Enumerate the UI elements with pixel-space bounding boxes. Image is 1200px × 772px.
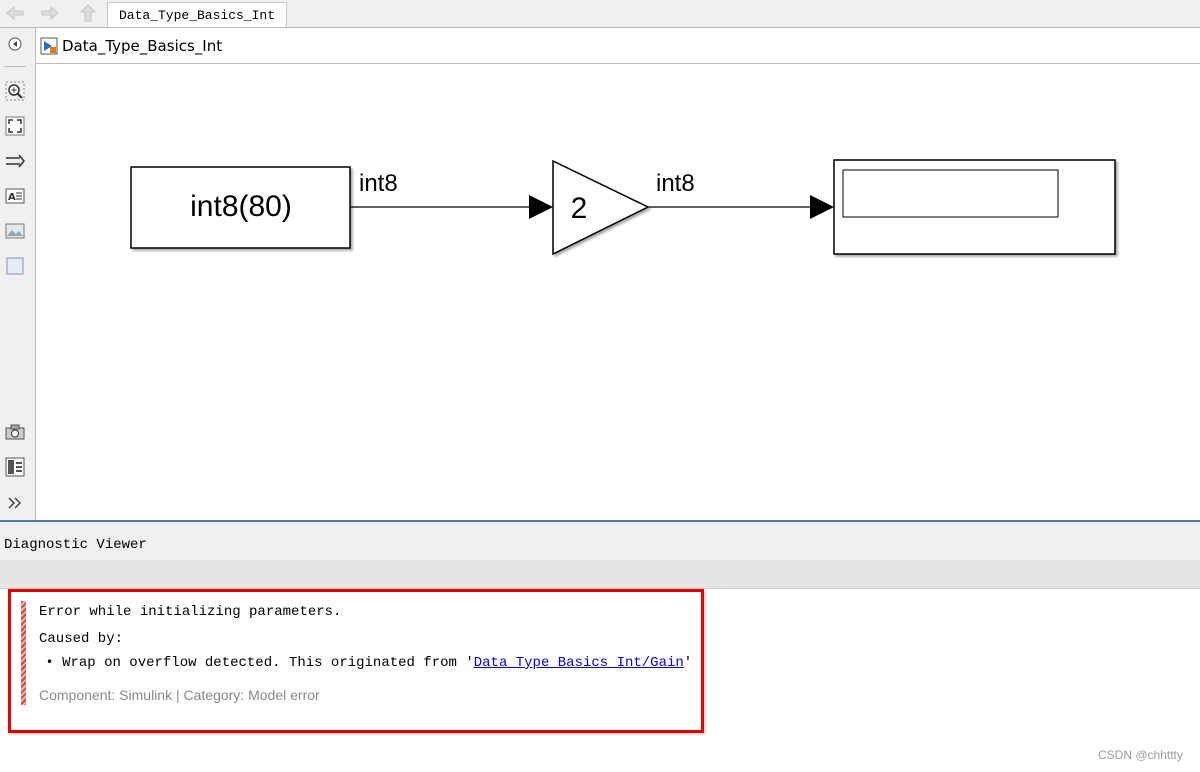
image-icon[interactable] [4,220,26,242]
svg-text:A: A [8,192,16,203]
navigation-bar: Data_Type_Basics_Int [0,0,1200,28]
signal-label-2: int8 [656,170,695,197]
up-arrow-icon[interactable] [77,3,99,23]
category-label: Category: [183,687,245,703]
tab-model[interactable]: Data_Type_Basics_Int [107,2,287,27]
area-icon[interactable] [4,255,26,277]
panel-splitter[interactable] [0,520,1200,522]
diagnostic-viewer-body: Error while initializing parameters. Cau… [0,589,1200,772]
breadcrumb: Data_Type_Basics_Int [36,28,1200,64]
category-value: Model error [248,687,320,703]
gain-block-link[interactable]: Data_Type_Basics_Int/Gain [473,655,684,671]
signal-label-1: int8 [359,170,398,197]
gain-block[interactable]: 2 [552,159,650,256]
component-value: Simulink [119,687,173,703]
diagnostic-viewer-header: Diagnostic Viewer [0,522,1200,560]
model-canvas[interactable]: int8(80) int8 2 int8 [36,65,1200,521]
error-severity-stripe [21,601,26,705]
screenshot-icon[interactable] [4,421,26,443]
gain-value: 2 [571,192,588,225]
metadata-separator: | [175,687,180,703]
signal-lines-icon[interactable] [4,150,26,172]
display-readout [842,169,1059,218]
model-icon [40,37,58,55]
component-label: Component: [39,687,116,703]
forward-arrow-icon[interactable] [39,3,61,23]
hide-explorer-icon[interactable] [4,33,26,55]
back-arrow-icon[interactable] [4,3,26,23]
display-block[interactable] [833,159,1116,255]
tab-label: Data_Type_Basics_Int [118,7,276,23]
signal-line-2[interactable] [648,195,834,219]
expand-icon[interactable] [4,492,26,514]
cause-suffix: ' [683,655,693,671]
error-metadata: Component: Simulink | Category: Model er… [39,687,320,703]
cause-text: Wrap on overflow detected. This originat… [62,655,474,671]
annotation-icon[interactable]: A [4,185,26,207]
left-toolbar: A [0,28,36,521]
error-heading: Error while initializing parameters. [39,604,342,620]
watermark: CSDN @chhttty [1098,748,1183,762]
signal-line-1[interactable] [350,195,553,219]
constant-block[interactable]: int8(80) [130,166,351,249]
caused-by-label: Caused by: [39,631,124,647]
property-inspector-icon[interactable] [4,456,26,478]
constant-value: int8(80) [190,190,292,223]
toolbar-separator [4,66,26,67]
error-message-box: Error while initializing parameters. Cau… [8,589,704,733]
cause-item: • Wrap on overflow detected. This origina… [39,655,692,671]
diagnostic-viewer-title: Diagnostic Viewer [4,537,147,553]
fit-view-icon[interactable] [4,115,26,137]
diagnostic-viewer-toolbar [0,560,1200,589]
zoom-icon[interactable] [4,80,26,102]
bullet-dot: • [46,655,54,669]
breadcrumb-model-link[interactable]: Data_Type_Basics_Int [62,37,223,55]
